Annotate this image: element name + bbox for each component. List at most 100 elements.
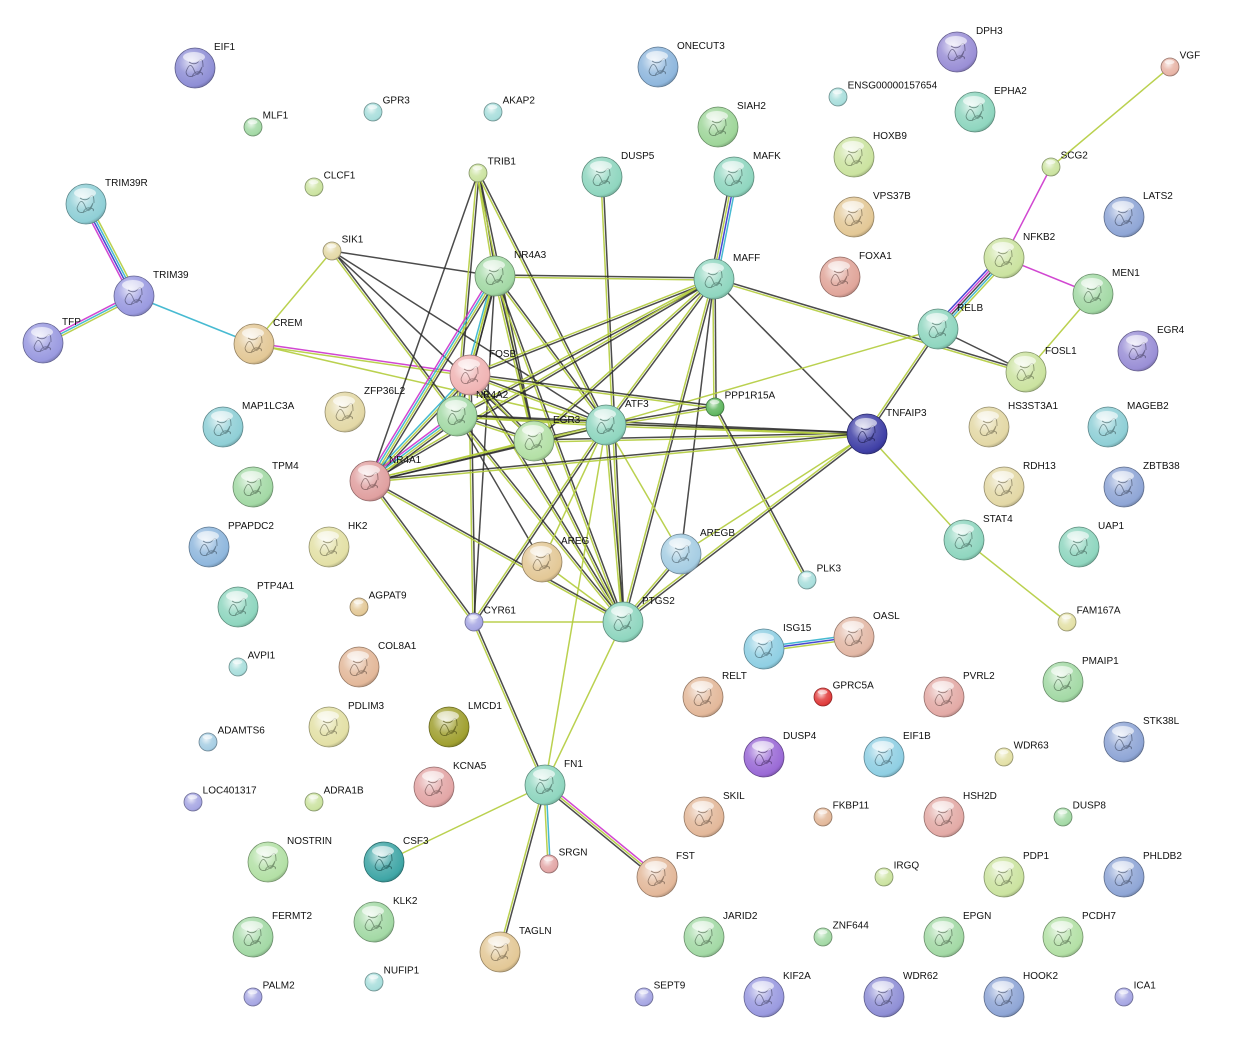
node-wdr62[interactable]: WDR62 <box>863 971 938 1018</box>
node-tpm4[interactable]: TPM4 <box>232 461 299 508</box>
node-egr3[interactable]: EGR3 <box>513 415 581 462</box>
node-ptgs2[interactable]: PTGS2 <box>602 596 675 643</box>
edge-tnfaip3-stat4[interactable] <box>866 433 965 541</box>
node-col8a1[interactable]: COL8A1 <box>338 641 417 688</box>
edge-nr4a3-nr4a1[interactable] <box>366 273 499 484</box>
node-relb[interactable]: RELB <box>917 303 983 350</box>
node-hk2[interactable]: HK2 <box>308 521 368 568</box>
edge-maff-fosl1[interactable] <box>713 277 1027 374</box>
node-fermt2[interactable]: FERMT2 <box>232 911 312 958</box>
node-kcna5[interactable]: KCNA5 <box>413 761 487 808</box>
node-sept9[interactable]: SEPT9 <box>634 980 686 1007</box>
node-ppp1r15a[interactable]: PPP1R15A <box>705 390 776 417</box>
node-aregb[interactable]: AREGB <box>660 528 735 575</box>
node-nr4a2[interactable]: NR4A2 <box>436 390 509 437</box>
node-stat4[interactable]: STAT4 <box>943 514 1013 561</box>
node-pvrl2[interactable]: PVRL2 <box>923 671 995 718</box>
node-scg2[interactable]: SCG2 <box>1041 150 1088 177</box>
node-srgn[interactable]: SRGN <box>539 847 588 874</box>
node-pmaip1[interactable]: PMAIP1 <box>1042 656 1119 703</box>
node-zfp36l2[interactable]: ZFP36L2 <box>324 386 406 433</box>
node-trim39r[interactable]: TRIM39R <box>65 178 148 225</box>
node-map1lc3a[interactable]: MAP1LC3A <box>202 401 295 448</box>
node-csf3[interactable]: CSF3 <box>363 836 429 883</box>
edge-maff-aregb[interactable] <box>680 278 715 555</box>
node-adra1b[interactable]: ADRA1B <box>304 785 364 812</box>
node-mafk[interactable]: MAFK <box>713 151 781 198</box>
edge-tnfaip3-ptgs2[interactable] <box>621 432 869 624</box>
node-tnfaip3[interactable]: TNFAIP3 <box>846 408 927 455</box>
edge-fosb-ppp1r15a[interactable] <box>469 373 716 409</box>
node-loc401317[interactable]: LOC401317 <box>183 785 257 812</box>
node-kif2a[interactable]: KIF2A <box>743 971 811 1018</box>
node-nostrin[interactable]: NOSTRIN <box>247 836 332 883</box>
node-tfp[interactable]: TFP <box>22 317 81 364</box>
node-maff[interactable]: MAFF <box>693 253 760 300</box>
node-nufip1[interactable]: NUFIP1 <box>364 965 420 992</box>
node-dusp8[interactable]: DUSP8 <box>1053 800 1106 827</box>
edge-fn1-tagln[interactable] <box>498 784 547 953</box>
node-fosl1[interactable]: FOSL1 <box>1005 346 1077 393</box>
node-nfkb2[interactable]: NFKB2 <box>983 232 1056 279</box>
node-mlf1[interactable]: MLF1 <box>243 110 289 137</box>
node-hoxb9[interactable]: HOXB9 <box>833 131 907 178</box>
edge-maff-ptgs2[interactable] <box>621 278 716 623</box>
node-phldb2[interactable]: PHLDB2 <box>1103 851 1182 898</box>
node-fn1[interactable]: FN1 <box>524 759 583 806</box>
node-znf644[interactable]: ZNF644 <box>813 920 869 947</box>
edge-egr3-tnfaip3[interactable] <box>533 432 868 443</box>
node-agpat9[interactable]: AGPAT9 <box>349 590 407 617</box>
edge-maff-fosb[interactable] <box>469 277 715 377</box>
node-eif1b[interactable]: EIF1B <box>863 731 931 778</box>
edge-trim39-crem[interactable] <box>133 295 255 345</box>
node-vgf[interactable]: VGF <box>1160 50 1200 77</box>
node-epha2[interactable]: EPHA2 <box>954 86 1027 133</box>
edge-trib1-nr4a1[interactable] <box>369 172 479 482</box>
node-fst[interactable]: FST <box>636 851 695 898</box>
node-avpi1[interactable]: AVPI1 <box>228 650 276 677</box>
node-irgq[interactable]: IRGQ <box>874 860 919 887</box>
node-hs3st3a1[interactable]: HS3ST3A1 <box>968 401 1058 448</box>
node-pcdh7[interactable]: PCDH7 <box>1042 911 1116 958</box>
node-pdlim3[interactable]: PDLIM3 <box>308 701 385 748</box>
node-relt[interactable]: RELT <box>682 671 747 718</box>
node-onecut3[interactable]: ONECUT3 <box>637 41 725 88</box>
node-fosb[interactable]: FOSB <box>449 349 517 396</box>
edge-relb-atf3[interactable] <box>605 328 939 426</box>
edge-nr4a3-maff[interactable] <box>494 274 715 281</box>
node-sik1[interactable]: SIK1 <box>322 234 364 261</box>
node-atf3[interactable]: ATF3 <box>585 399 649 446</box>
edge-atf3-tnfaip3[interactable] <box>605 423 868 436</box>
edge-sik1-nr4a2[interactable] <box>330 249 459 418</box>
node-akap2[interactable]: AKAP2 <box>483 95 535 122</box>
edge-egr3-ptgs2[interactable] <box>532 440 625 623</box>
node-egr4[interactable]: EGR4 <box>1117 325 1185 372</box>
edge-atf3-aregb[interactable] <box>605 424 682 555</box>
edge-fosb-nr4a1[interactable] <box>367 372 473 484</box>
node-fam167a[interactable]: FAM167A <box>1057 605 1121 632</box>
edge-ptgs2-fn1[interactable] <box>544 621 624 786</box>
node-eif1[interactable]: EIF1 <box>174 42 236 89</box>
node-skil[interactable]: SKIL <box>683 791 745 838</box>
node-zbtb38[interactable]: ZBTB38 <box>1103 461 1180 508</box>
edge-cyr61-fn1[interactable] <box>472 621 547 786</box>
node-dph3[interactable]: DPH3 <box>936 26 1003 73</box>
edge-trib1-atf3[interactable] <box>476 172 608 426</box>
edge-maff-nr4a1[interactable] <box>369 277 715 483</box>
edge-tnfaip3-aregb[interactable] <box>680 433 868 555</box>
node-ensg00000157654[interactable]: ENSG00000157654 <box>828 80 938 107</box>
edge-dusp5-ptgs2[interactable] <box>600 176 625 623</box>
edge-fn1-csf3[interactable] <box>383 784 546 863</box>
node-pdp1[interactable]: PDP1 <box>983 851 1050 898</box>
node-nr4a3[interactable]: NR4A3 <box>474 250 547 297</box>
node-hook2[interactable]: HOOK2 <box>983 971 1058 1018</box>
node-adamts6[interactable]: ADAMTS6 <box>198 725 265 752</box>
node-hsh2d[interactable]: HSH2D <box>923 791 997 838</box>
edge-fosb-atf3[interactable] <box>469 373 607 427</box>
edge-nr4a1-tnfaip3[interactable] <box>369 432 868 483</box>
edge-maff-egr3[interactable] <box>532 277 716 443</box>
node-isg15[interactable]: ISG15 <box>743 623 812 670</box>
edge-vgf-scg2[interactable] <box>1050 66 1171 168</box>
edge-relb-tnfaip3[interactable] <box>865 327 940 436</box>
edge-nr4a2-ptgs2[interactable] <box>455 414 625 624</box>
